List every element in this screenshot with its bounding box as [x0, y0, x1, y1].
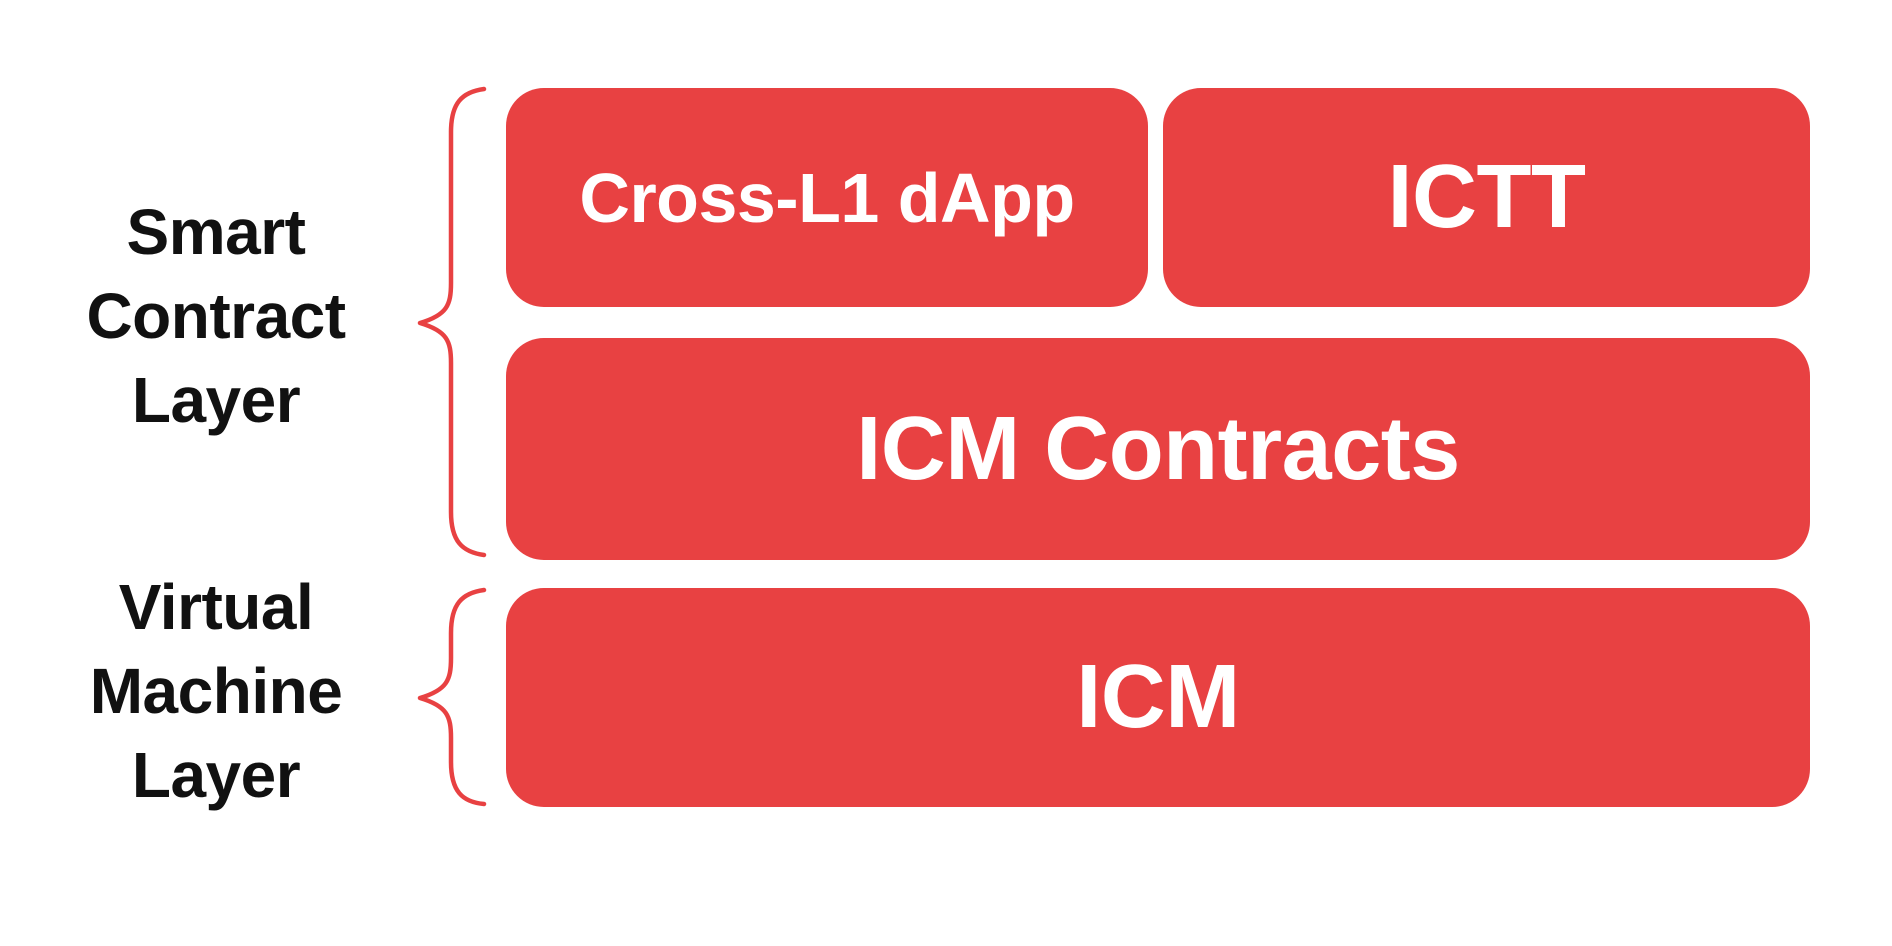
icm-contracts-box: ICM Contracts — [506, 338, 1810, 560]
smart-contract-layer-label: Smart Contract Layer — [86, 196, 346, 436]
virtual-machine-layer-label: Virtual Machine Layer — [89, 571, 343, 811]
ictt-box: ICTT — [1163, 88, 1810, 307]
icm-box: ICM — [506, 588, 1810, 807]
cross-l1-dapp-box: Cross-L1 dApp — [506, 88, 1148, 307]
